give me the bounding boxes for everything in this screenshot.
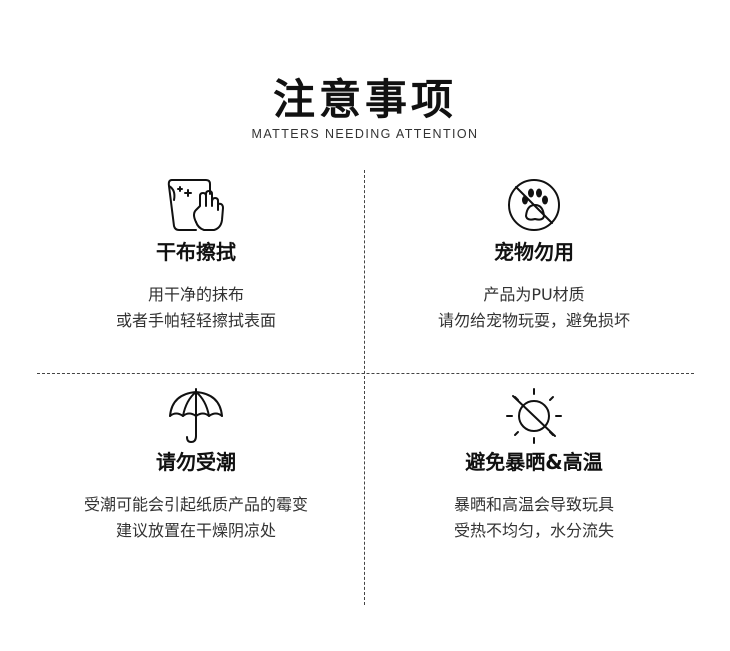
no-pets-icon — [508, 179, 560, 231]
item-desc-line-2: 或者手帕轻轻擦拭表面 — [115, 311, 276, 330]
item-desc-line-1: 受潮可能会引起纸质产品的霉变 — [83, 495, 308, 514]
item-desc-line-2: 受热不均匀，水分流失 — [453, 521, 614, 540]
item-desc-line-1: 产品为PU材质 — [483, 285, 585, 304]
item-desc-line-2: 建议放置在干燥阴凉处 — [115, 521, 276, 540]
horizontal-divider — [37, 373, 694, 374]
item-title: 避免暴晒&高温 — [465, 450, 603, 474]
item-title: 宠物勿用 — [494, 240, 574, 264]
notice-item-pets: 宠物勿用 产品为PU材质 请勿给宠物玩耍，避免损坏 — [352, 176, 716, 334]
page-title: 注意事项 — [272, 75, 457, 124]
notice-item-moisture: 请勿受潮 受潮可能会引起纸质产品的霉变 建议放置在干燥阴凉处 — [14, 386, 378, 544]
umbrella-icon — [169, 388, 223, 443]
no-sun-icon — [506, 388, 562, 444]
item-desc-line-1: 暴晒和高温会导致玩具 — [453, 495, 614, 514]
item-desc-line-1: 用干净的抹布 — [147, 285, 244, 304]
notice-item-sun: 避免暴晒&高温 暴晒和高温会导致玩具 受热不均匀，水分流失 — [352, 386, 716, 544]
wipe-cloth-icon — [167, 179, 224, 231]
item-desc-line-2: 请勿给宠物玩耍，避免损坏 — [437, 311, 630, 330]
item-title: 请勿受潮 — [156, 450, 236, 474]
page-subtitle: MATTERS NEEDING ATTENTION — [251, 127, 479, 141]
notice-item-wipe: 干布擦拭 用干净的抹布 或者手帕轻轻擦拭表面 — [14, 176, 378, 334]
vertical-divider — [364, 170, 365, 605]
item-title: 干布擦拭 — [156, 240, 236, 264]
